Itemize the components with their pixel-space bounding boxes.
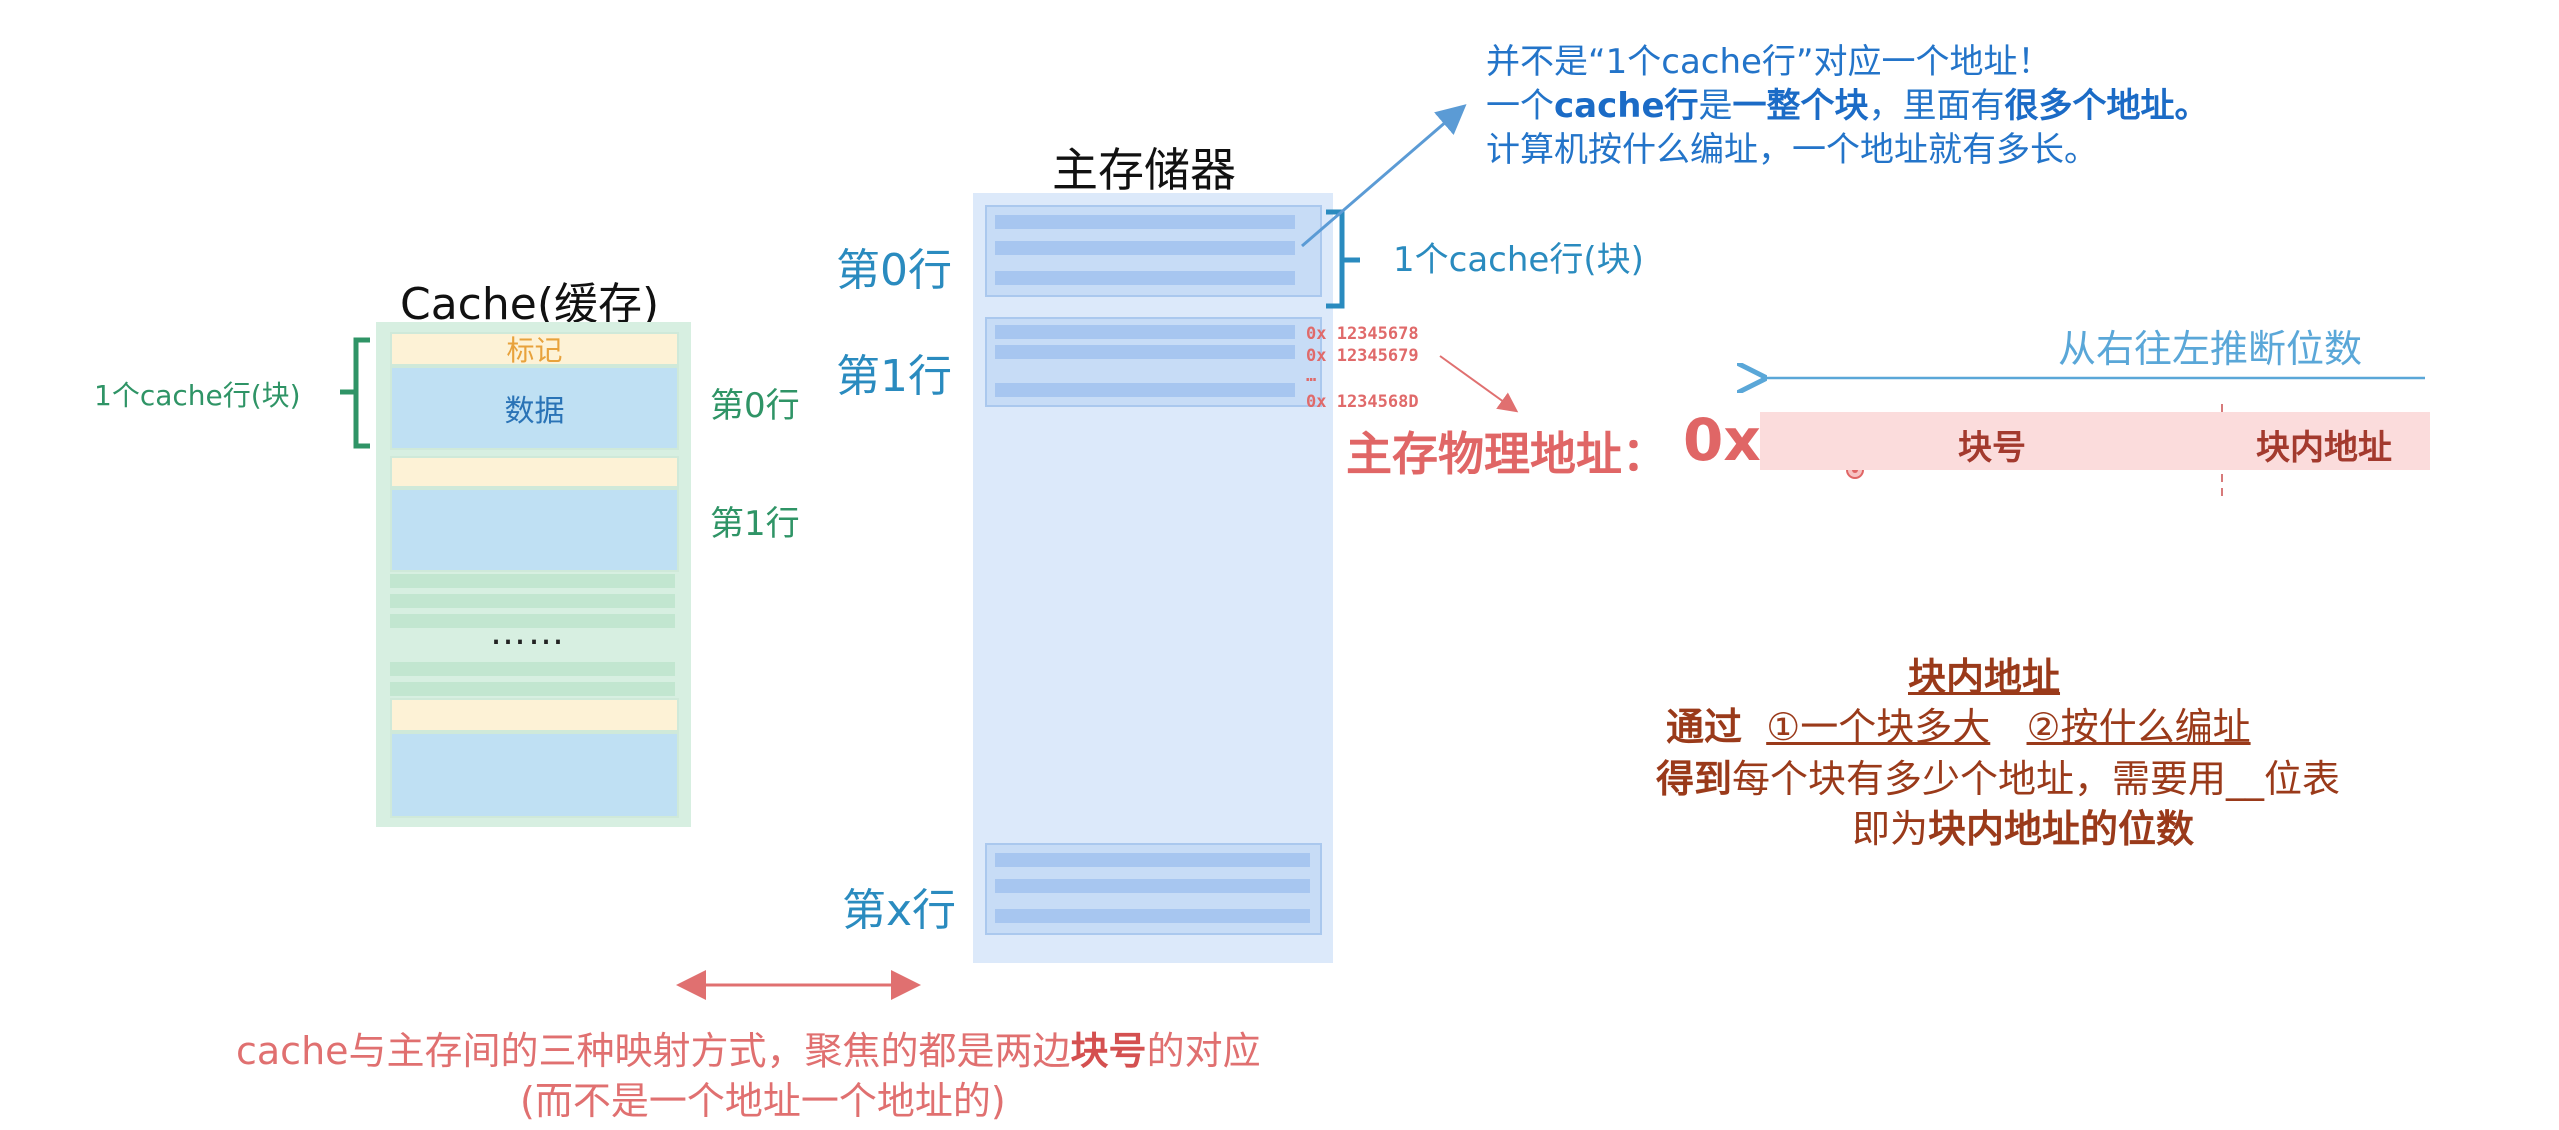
address-arrow — [1439, 355, 1519, 413]
block-offset-field: 块内地址 — [2256, 428, 2392, 468]
memory-line-label: 1个cache行(块) — [1393, 240, 1644, 280]
cache-block: 标记 数据 …… — [376, 322, 691, 827]
address-bar — [1760, 412, 2430, 470]
memory-title: 主存储器 — [1052, 143, 1236, 197]
memory-row1-label: 第1行 — [836, 351, 952, 402]
address-item: 0x 12345679 — [1306, 346, 1419, 366]
cache-line-brace — [340, 337, 370, 449]
cache-row1-label: 第1行 — [710, 504, 800, 544]
cache-row0-tag: 标记 — [390, 332, 679, 367]
cache-line-label: 1个cache行(块) — [94, 379, 301, 412]
physical-address-label: 主存物理地址： — [1346, 427, 1668, 481]
cache-row1-data — [390, 488, 679, 572]
infer-label: 从右往左推断位数 — [2058, 327, 2363, 371]
note-line2: 一个cache行是一整个块，里面有很多个地址。 — [1486, 86, 2209, 126]
cache-rowx-data — [390, 732, 679, 818]
note-line3: 计算机按什么编址，一个地址就有多长。 — [1486, 130, 2098, 170]
cache-stripe — [390, 574, 675, 588]
memory-rowx — [985, 843, 1322, 935]
address-item: 0x 1234568D — [1306, 392, 1419, 412]
explain-get-line: 得到每个块有多少个地址，需要用__位表 — [1656, 757, 2341, 801]
address-item: 0x 12345678 — [1306, 324, 1419, 344]
cache-row0-label: 第0行 — [710, 386, 800, 426]
explain-result-line: 即为块内地址的位数 — [1852, 807, 2195, 851]
cache-stripe — [390, 662, 675, 676]
bottom-note-line2: (而不是一个地址一个地址的) — [520, 1079, 1006, 1123]
note-line1: 并不是“1个cache行”对应一个地址！ — [1486, 42, 2052, 82]
note-arrow — [1301, 104, 1467, 248]
cache-row1-tag — [390, 456, 679, 488]
memory-line-brace — [1326, 209, 1360, 309]
cache-stripe — [390, 594, 675, 608]
data-label: 数据 — [504, 394, 565, 429]
bottom-note-line1: cache与主存间的三种映射方式，聚焦的都是两边块号的对应 — [236, 1029, 1261, 1073]
cache-row0-data: 数据 — [390, 366, 679, 450]
tag-label: 标记 — [506, 334, 563, 367]
memory-row1 — [985, 317, 1322, 407]
address-item: … — [1306, 366, 1317, 386]
block-number-field: 块号 — [1958, 428, 2026, 468]
cache-title: Cache(缓存) — [400, 279, 660, 330]
memory-rowx-label: 第x行 — [842, 885, 957, 936]
memory-block — [973, 193, 1333, 963]
memory-row0 — [985, 205, 1322, 297]
note-block: 并不是“1个cache行”对应一个地址！ 一个cache行是一整个块，里面有很多… — [1486, 40, 2209, 172]
cache-rowx-tag — [390, 698, 679, 732]
cache-stripe — [390, 682, 675, 696]
memory-row0-label: 第0行 — [836, 245, 952, 296]
cache-stripe — [390, 614, 675, 628]
address-prefix: 0x — [1683, 406, 1761, 474]
explain-via-line: 通过 ①一个块多大 ②按什么编址 — [1666, 705, 2251, 749]
explain-title: 块内地址 — [1908, 655, 2061, 699]
cache-ellipsis: …… — [490, 612, 566, 653]
